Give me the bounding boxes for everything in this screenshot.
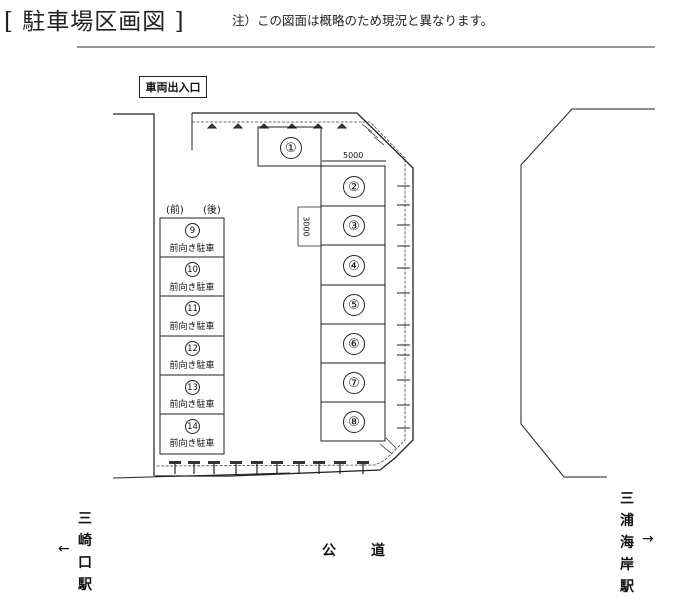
slot-1-number: ① xyxy=(280,137,302,159)
slot-8-number: ⑧ xyxy=(343,411,365,433)
slot-13-number: 13 xyxy=(185,380,200,395)
station-char: 三 xyxy=(78,511,92,527)
slot-13-caption: 前向き駐車 xyxy=(169,400,215,410)
slot-12-caption: 前向き駐車 xyxy=(169,361,215,371)
slot-4-number: ④ xyxy=(343,255,365,277)
station-char: 三 xyxy=(620,491,634,507)
station-char: 駅 xyxy=(620,579,634,595)
slot-14-number: 14 xyxy=(185,419,200,434)
slot-14-caption: 前向き駐車 xyxy=(169,439,215,449)
disclaimer-note: 注）この図面は概略のため現況と異なります。 xyxy=(232,13,494,28)
slot-9-number: 9 xyxy=(185,223,200,238)
slot-10-number: 10 xyxy=(185,262,200,277)
right-arrow-icon: → xyxy=(642,531,654,547)
slot-11-caption: 前向き駐車 xyxy=(169,322,215,332)
slot-12-number: 12 xyxy=(185,341,200,356)
front-label: (前) xyxy=(166,205,184,216)
vehicle-entrance-label: 車両出入口 xyxy=(139,76,207,98)
public-road-label-1: 公 xyxy=(322,543,336,559)
depth-dimension: 3000 xyxy=(301,216,311,237)
slot-10-caption: 前向き駐車 xyxy=(169,283,215,293)
station-char: 浦 xyxy=(620,513,634,529)
slot-7-number: ⑦ xyxy=(343,372,365,394)
station-char: 口 xyxy=(78,555,92,571)
station-char: 岸 xyxy=(620,557,634,573)
slot-11-number: 11 xyxy=(185,301,200,316)
slot-2-number: ② xyxy=(343,176,365,198)
left-arrow-icon: ← xyxy=(58,541,70,557)
station-char: 崎 xyxy=(78,533,92,549)
misakiguchi-station-label: 三 崎 口 駅 xyxy=(78,508,92,596)
station-char: 駅 xyxy=(78,577,92,593)
slot-3-number: ③ xyxy=(343,215,365,237)
slot-6-number: ⑥ xyxy=(343,333,365,355)
width-dimension: 5000 xyxy=(343,151,364,160)
miurakaigan-station-label: 三 浦 海 岸 駅 xyxy=(620,488,634,598)
back-label: (後) xyxy=(203,205,221,216)
slot-5-number: ⑤ xyxy=(343,294,365,316)
page-title: [ 駐車場区画図 ] xyxy=(4,9,185,35)
station-char: 海 xyxy=(620,535,634,551)
slot-9-caption: 前向き駐車 xyxy=(169,244,215,254)
public-road-label-2: 道 xyxy=(371,543,385,559)
